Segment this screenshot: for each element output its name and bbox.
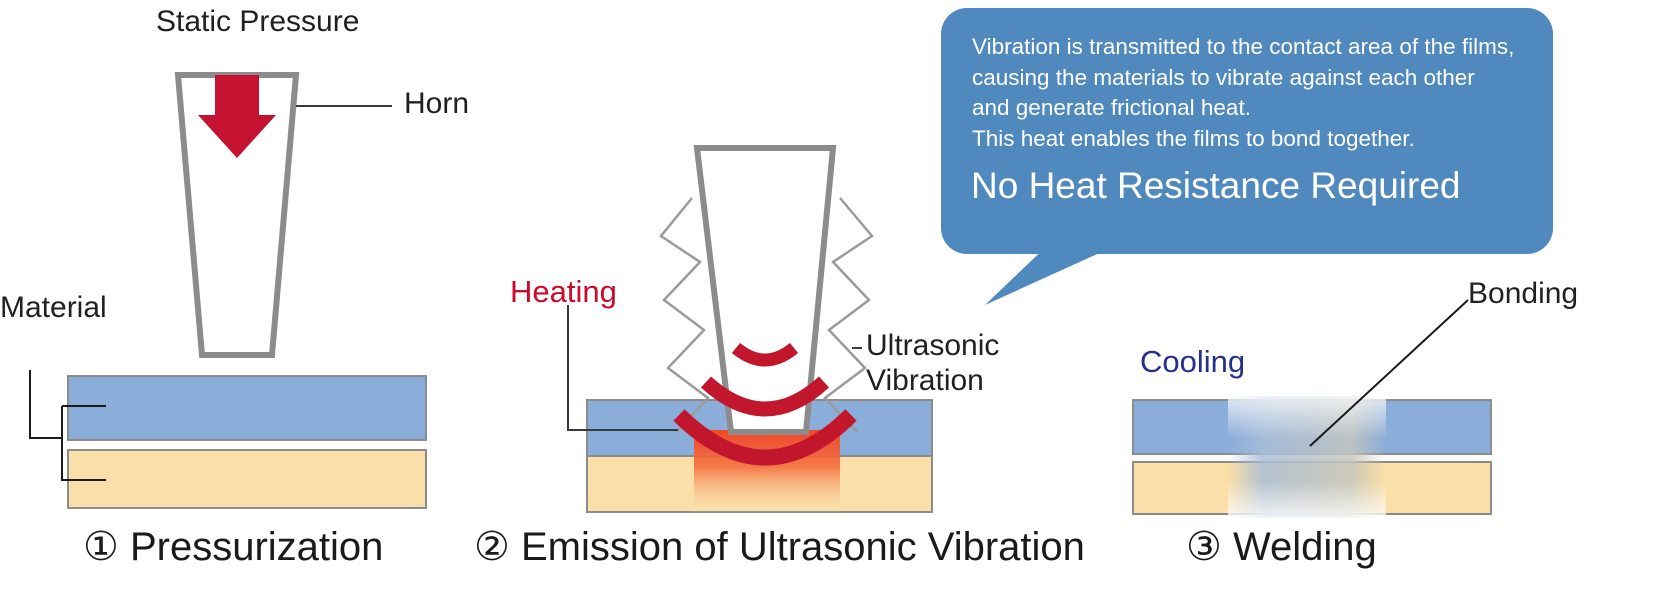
panel-1-upper-film	[67, 375, 427, 441]
bonding-leader-line	[1309, 299, 1469, 447]
wave-arc-1	[731, 342, 799, 367]
panel-2-caption: ② Emission of Ultrasonic Vibration	[474, 525, 1085, 569]
heat-zone	[694, 430, 840, 512]
material-leader-stem	[29, 370, 62, 439]
vibration-zigzag-right	[823, 197, 874, 433]
callout-bubble	[941, 8, 1553, 254]
panel-1-caption: ① Pressurization	[83, 525, 384, 569]
panel-2-upper-film	[586, 399, 933, 457]
material-label: Material	[0, 291, 107, 324]
callout-body-text: Vibration is transmitted to the contact …	[972, 34, 1515, 151]
panel-3-upper-film	[1132, 399, 1492, 455]
horn-shape	[174, 72, 300, 358]
ultrasonic-vibration-label-line2: Vibration	[866, 364, 984, 397]
bonding-zone	[1228, 396, 1386, 518]
horn-label: Horn	[404, 87, 470, 120]
ultrasonic-vibration-label-line1: Ultrasonic	[866, 329, 1000, 362]
panel-2-horn-shape	[693, 145, 837, 435]
static-pressure-arrow	[198, 75, 276, 158]
panel-3-lower-film	[1132, 461, 1492, 515]
wave-arc-2	[700, 376, 830, 417]
bonding-label: Bonding	[1468, 277, 1579, 310]
cooling-label: Cooling	[1140, 344, 1246, 379]
wave-arc-3	[673, 409, 857, 466]
callout-headline: No Heat Resistance Required	[971, 165, 1461, 206]
heating-leader-line	[567, 305, 678, 431]
panel-2-lower-film	[586, 455, 933, 513]
material-bracket-bottom-arm	[61, 406, 106, 481]
panel-3-caption: ③ Welding	[1186, 525, 1377, 569]
heating-label: Heating	[510, 274, 617, 309]
panel-1-lower-film	[67, 449, 427, 509]
static-pressure-label: Static Pressure	[156, 5, 360, 38]
vibration-zigzag-left	[659, 197, 710, 433]
